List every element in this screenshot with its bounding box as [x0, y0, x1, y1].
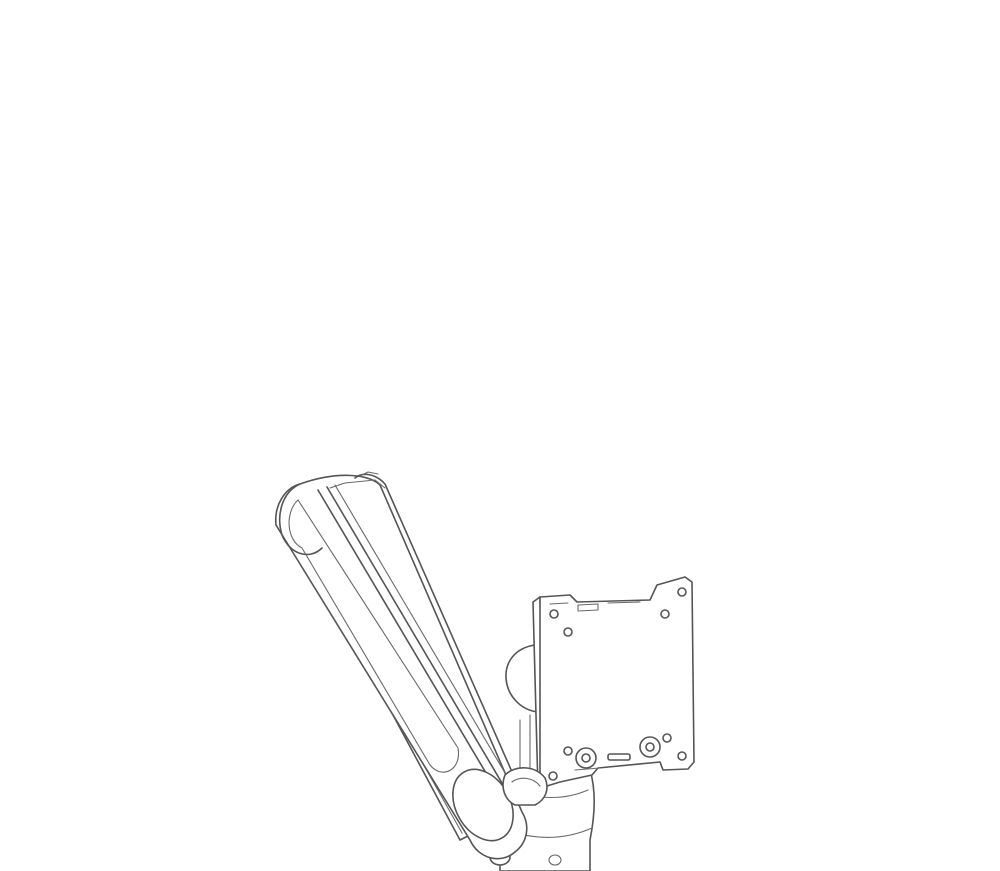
vesa-plate: [532, 576, 695, 791]
tilt-joint: [505, 644, 539, 776]
arm-body: [275, 471, 528, 860]
arm-elbow: [502, 767, 548, 806]
